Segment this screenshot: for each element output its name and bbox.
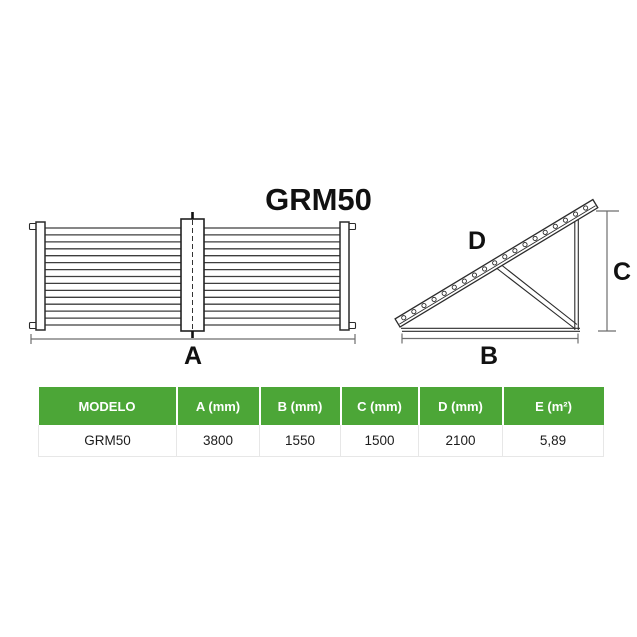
dim-label-b: B	[480, 342, 498, 370]
col-header-c-mm: C (mm)	[340, 387, 420, 425]
diagonal-brace	[496, 264, 578, 329]
cell-b-mm: 1550	[259, 425, 341, 457]
dim-label-d: D	[468, 227, 486, 255]
dim-label-c: C	[613, 258, 631, 286]
dimension-a	[30, 334, 356, 344]
spec-table: MODELO A (mm) B (mm) C (mm) D (mm) E (m²…	[38, 387, 604, 457]
front-view-diagram: A	[28, 212, 357, 370]
product-title: GRM50	[265, 182, 372, 217]
vacuum-tube-ends	[401, 205, 589, 321]
dim-label-a: A	[184, 342, 202, 370]
dimension-c	[596, 210, 619, 332]
left-manifold	[28, 221, 46, 331]
col-header-e-m2: E (m²)	[502, 387, 604, 425]
spec-table-header-row: MODELO A (mm) B (mm) C (mm) D (mm) E (m²…	[38, 387, 604, 425]
table-row: GRM50 3800 1550 1500 2100 5,89	[38, 425, 604, 457]
cell-d-mm: 2100	[418, 425, 503, 457]
technical-drawings: A	[28, 198, 631, 370]
base-rail	[401, 327, 580, 332]
center-mounting-bar	[180, 212, 205, 338]
cell-e-m2: 5,89	[502, 425, 604, 457]
rear-post	[574, 219, 579, 330]
dimension-b	[401, 333, 579, 344]
cell-a-mm: 3800	[176, 425, 260, 457]
col-header-a-mm: A (mm)	[176, 387, 261, 425]
col-header-modelo: MODELO	[38, 387, 178, 425]
col-header-b-mm: B (mm)	[259, 387, 342, 425]
right-manifold	[339, 221, 357, 331]
cell-c-mm: 1500	[340, 425, 419, 457]
col-header-d-mm: D (mm)	[418, 387, 504, 425]
cell-modelo: GRM50	[38, 425, 177, 457]
side-view-diagram: B C D	[394, 198, 631, 370]
collector-panel	[394, 198, 599, 328]
